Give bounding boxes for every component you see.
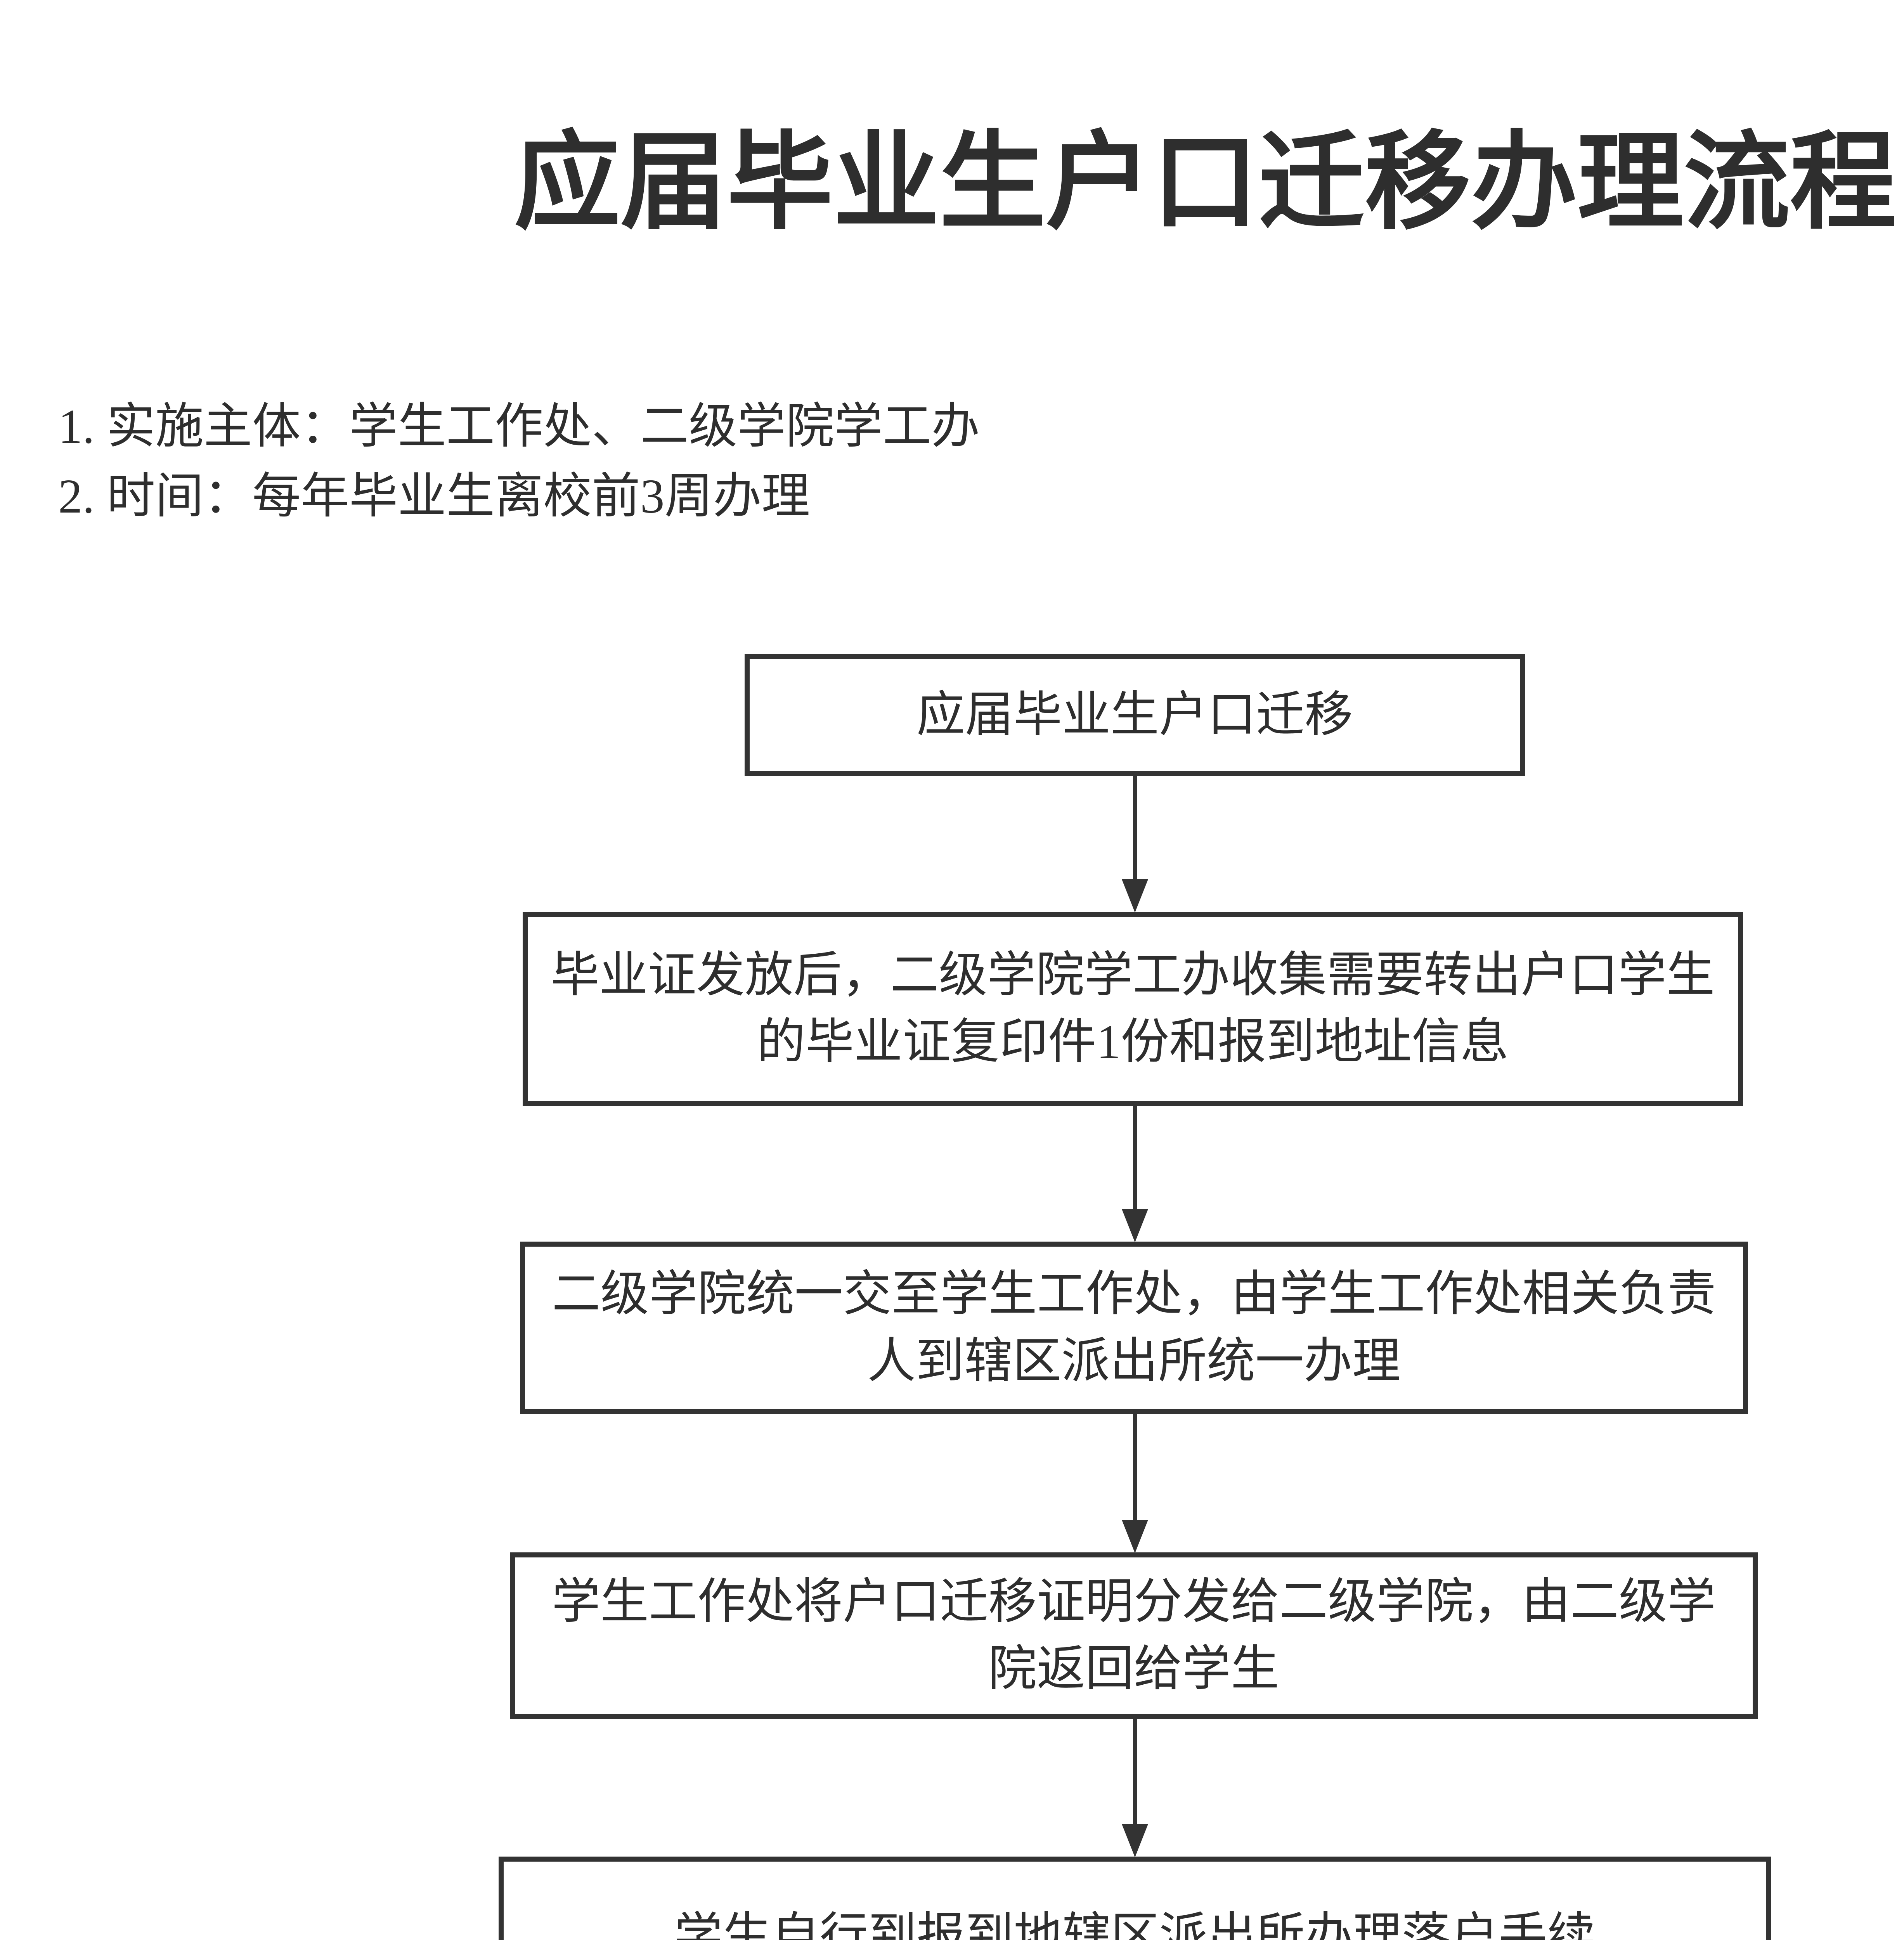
flow-box-3: 二级学院统一交至学生工作处，由学生工作处相关负责 人到辖区派出所统一办理 <box>520 1242 1748 1414</box>
note-item-1: 1. 实施主体：学生工作处、二级学院学工办 <box>58 400 980 454</box>
arrow-shaft <box>1133 1414 1137 1520</box>
flow-box-5: 学生自行到报到地辖区派出所办理落户手续 <box>499 1857 1771 1940</box>
flow-box-2-line-2: 的毕业证复印件1份和报到地址信息 <box>757 1015 1509 1069</box>
down-arrow-icon-4 <box>1122 1719 1148 1857</box>
down-arrow-icon-1 <box>1122 776 1148 913</box>
flow-box-1-line-1: 应届毕业生户口迁移 <box>916 688 1353 742</box>
arrow-head <box>1122 1209 1148 1242</box>
flow-box-2-line-1: 毕业证发放后，二级学院学工办收集需要转出户口学生 <box>551 948 1715 1002</box>
arrow-shaft <box>1133 1719 1137 1824</box>
flow-box-1: 应届毕业生户口迁移 <box>745 654 1525 776</box>
flow-box-3-line-1: 二级学院统一交至学生工作处，由学生工作处相关负责 <box>552 1268 1716 1321</box>
notes-block: 1. 实施主体：学生工作处、二级学院学工办 2. 时间：每年毕业生离校前3周办理 <box>58 392 980 532</box>
arrow-head <box>1122 879 1148 913</box>
flow-box-2: 毕业证发放后，二级学院学工办收集需要转出户口学生 的毕业证复印件1份和报到地址信… <box>523 912 1743 1106</box>
arrow-shaft <box>1133 1106 1137 1209</box>
flow-box-5-line-1: 学生自行到报到地辖区派出所办理落户手续 <box>674 1909 1596 1940</box>
flow-box-4: 学生工作处将户口迁移证明分发给二级学院，由二级学 院返回给学生 <box>510 1552 1758 1719</box>
arrow-head <box>1122 1824 1148 1857</box>
note-item-2: 2. 时间：每年毕业生离校前3周办理 <box>58 470 810 523</box>
down-arrow-icon-2 <box>1122 1106 1148 1242</box>
page-title: 应届毕业生户口迁移办理流程 <box>514 125 1896 242</box>
arrow-shaft <box>1133 776 1137 879</box>
down-arrow-icon-3 <box>1122 1414 1148 1553</box>
flow-box-3-line-2: 人到辖区派出所统一办理 <box>867 1334 1401 1388</box>
arrow-head <box>1122 1520 1148 1553</box>
flow-box-4-line-1: 学生工作处将户口迁移证明分发给二级学院，由二级学 <box>552 1575 1716 1629</box>
flow-box-4-line-2: 院返回给学生 <box>988 1642 1279 1696</box>
